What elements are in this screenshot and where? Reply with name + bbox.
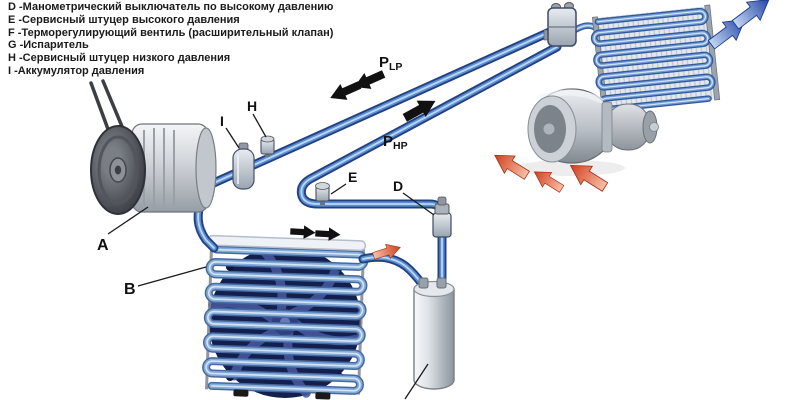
label-lp-port: H — [247, 98, 257, 114]
pressure-accumulator — [232, 142, 255, 190]
label-p-lp: PLP — [379, 54, 402, 73]
label-accumulator: I — [220, 113, 224, 129]
receiver-pointer-line — [404, 363, 429, 400]
label-p-hp: PHP — [383, 133, 408, 152]
legend-item: F -Терморегулирующий вентиль (расширител… — [8, 26, 334, 39]
legend-item: E -Сервисный штуцер высокого давления — [8, 13, 240, 26]
legend-item: I -Аккумулятор давления — [8, 64, 145, 77]
pressure-switch — [432, 196, 452, 238]
component-labels: A B D E H I PLP PHP — [97, 54, 435, 298]
cold-air-arrows — [703, 0, 777, 55]
lp-service-port — [260, 135, 275, 157]
condenser-coil — [202, 234, 369, 400]
legend-item: D -Манометрический выключатель по высоко… — [8, 1, 334, 13]
label-compressor: A — [97, 237, 109, 254]
blower-fan — [515, 88, 659, 176]
label-hp-port: E — [348, 169, 357, 185]
legend-item: G -Испаритель — [8, 39, 89, 52]
evaporator — [590, 4, 721, 113]
receiver-drier — [404, 277, 455, 400]
hp-service-port — [315, 182, 330, 205]
label-condenser: B — [124, 281, 136, 298]
legend-item: H -Сервисный штуцер низкого давления — [8, 52, 231, 65]
condenser-to-receiver-line — [358, 252, 429, 292]
legend: D -Манометрический выключатель по высоко… — [8, 1, 333, 78]
compressor — [89, 79, 217, 215]
label-pressure-switch: D — [393, 178, 403, 194]
